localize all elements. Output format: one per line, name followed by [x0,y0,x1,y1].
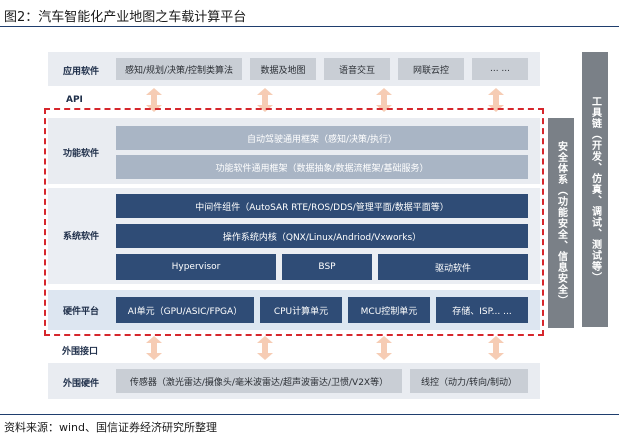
figure-title: 图2：汽车智能化产业地图之车载计算平台 [4,10,247,25]
os-kernel-bar: 操作系统内核（QNX/Linux/Andriod/Vxworks） [116,224,528,248]
app-box-cloud: 网联云控 [398,58,464,80]
double-arrow-icon [146,336,162,360]
app-software-label: 应用软件 [62,67,99,77]
cpu-unit-box: CPU计算单元 [260,297,342,323]
storage-isp-box: 存储、ISP... ... [436,297,528,323]
sensors-box: 传感器（激光雷达/摄像头/毫米波雷达/超声波雷达/卫惯/V2X等） [116,369,402,393]
app-box-more: ... ... [472,58,528,80]
bsp-box: BSP [282,254,372,280]
middleware-bar: 中间件组件（AutoSAR RTE/ROS/DDS/管理平面/数据平面等） [116,194,528,218]
double-arrow-icon [488,336,504,360]
double-arrow-icon [376,88,392,112]
app-box-algorithms: 感知/规划/决策/控制类算法 [116,58,242,80]
safety-system-column: 安全体系（功能安全、信息安全） [548,118,574,328]
app-box-voice: 语音交互 [324,58,390,80]
autonomous-driving-framework-bar: 自动驾驶通用框架（感知/决策/执行） [116,126,528,150]
app-box-data-map: 数据及地图 [250,58,316,80]
toolchain-column: 工具链（开发、仿真、调试、测试等） [582,52,608,327]
system-software-label: 系统软件 [62,232,99,242]
double-arrow-icon [146,88,162,112]
hardware-platform-label: 硬件平台 [62,307,99,317]
double-arrow-icon [488,88,504,112]
api-label: API [66,95,83,105]
functional-software-framework-bar: 功能软件通用框架（数据抽象/数据流框架/基础服务） [116,155,528,179]
double-arrow-icon [376,336,392,360]
driver-software-box: 驱动软件 [378,254,528,280]
title-rule [0,26,619,27]
ai-unit-box: AI单元（GPU/ASIC/FPGA） [116,297,254,323]
double-arrow-icon [257,336,273,360]
double-arrow-icon [257,88,273,112]
peripheral-hardware-label: 外围硬件 [62,379,99,389]
drive-by-wire-box: 线控（动力/转向/制动） [410,369,528,393]
mcu-unit-box: MCU控制单元 [348,297,430,323]
compute-platform-boundary [44,108,544,336]
source-note: 资料来源：wind、国信证券经济研究所整理 [4,421,218,434]
safety-system-text: 安全体系（功能安全、信息安全） [555,140,567,306]
hypervisor-box: Hypervisor [116,254,276,280]
peripheral-interface-label: 外围接口 [62,347,99,357]
functional-software-label: 功能软件 [62,149,99,159]
source-rule [0,414,619,415]
toolchain-text: 工具链（开发、仿真、调试、测试等） [589,96,601,283]
